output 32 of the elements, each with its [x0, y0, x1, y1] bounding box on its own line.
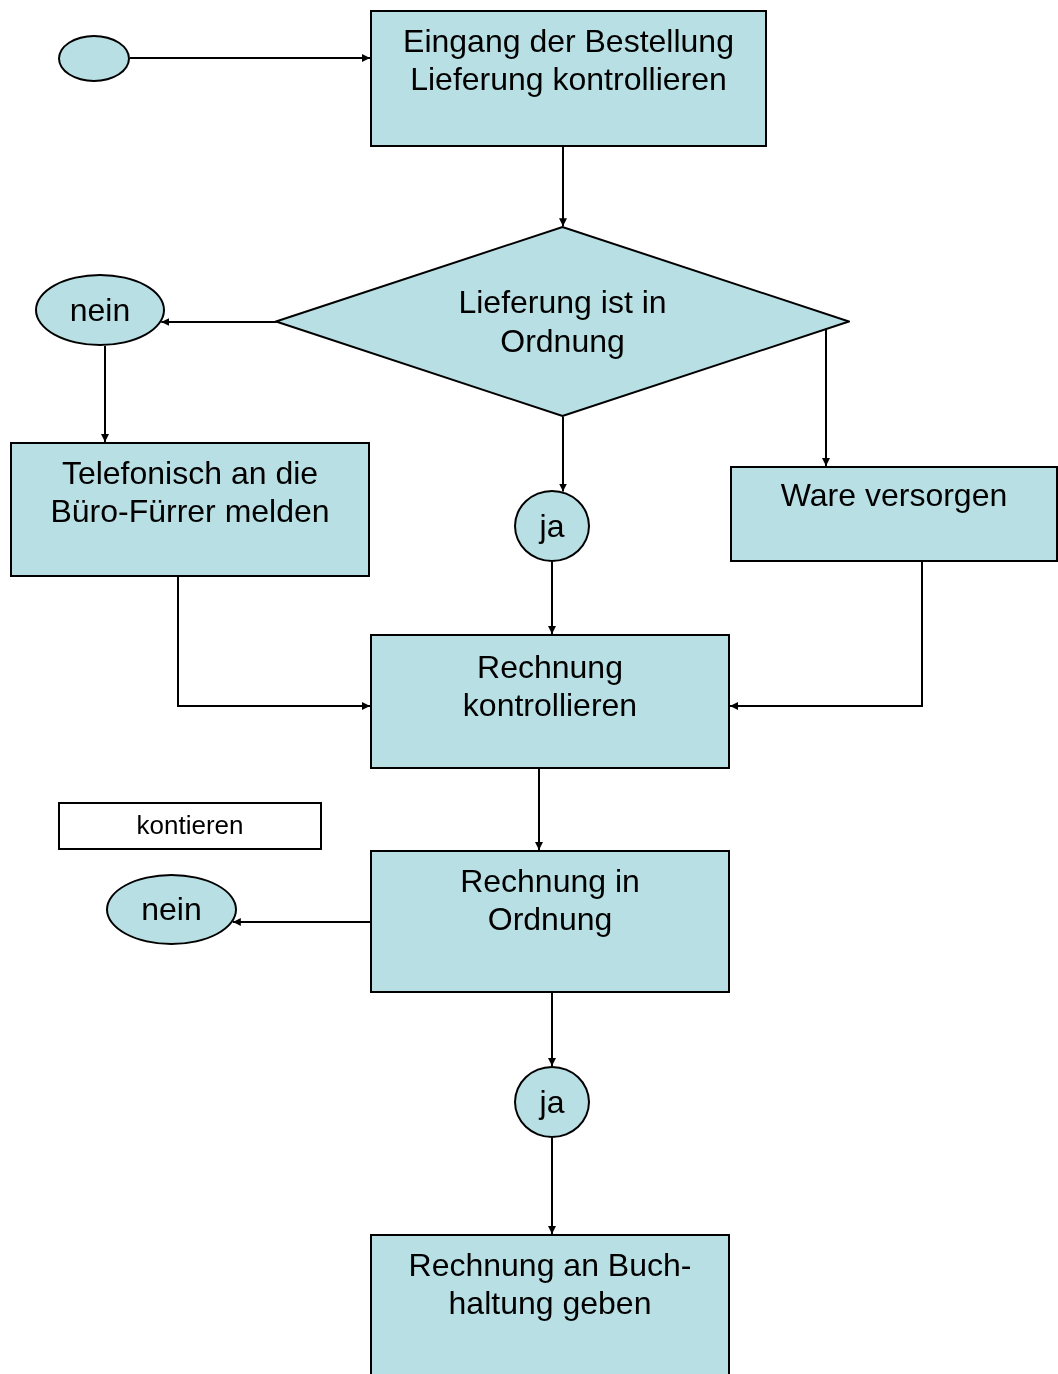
arrow — [548, 1137, 556, 1235]
arrow — [535, 768, 543, 851]
arrow — [101, 344, 109, 443]
node-label: Telefonisch an die Büro-Fürrer melden — [49, 454, 331, 531]
node-label: Eingang der Bestellung Lieferung kontrollieren — [402, 22, 735, 99]
node-label: ja — [539, 1082, 565, 1122]
node-label: Ware versorgen — [780, 476, 1008, 515]
node-label: Rechnung in Ordnung — [459, 862, 641, 939]
node-label: Rechnung kontrollieren — [461, 648, 639, 725]
process-box — [730, 466, 1058, 562]
process-box — [370, 10, 767, 147]
process-box — [370, 850, 730, 993]
arrow — [129, 54, 371, 62]
arrow — [822, 328, 830, 467]
text-box — [58, 802, 322, 850]
process-box — [370, 1234, 730, 1374]
node-label: kontieren — [136, 810, 244, 842]
node-label: Rechnung an Buch-haltung geben — [407, 1246, 693, 1323]
process-box — [370, 634, 730, 769]
node-label: nein — [69, 290, 131, 330]
decision-diamond — [275, 226, 850, 417]
arrow — [160, 318, 278, 326]
arrow — [729, 561, 923, 710]
process-box — [10, 442, 370, 577]
arrow — [177, 576, 371, 710]
node-label: ja — [539, 506, 565, 546]
arrow — [548, 992, 556, 1067]
node-label: nein — [141, 890, 202, 929]
arrow — [548, 561, 556, 635]
node-label: Lieferung ist in Ordnung — [457, 283, 668, 360]
arrow — [559, 415, 567, 493]
arrow — [559, 146, 567, 228]
